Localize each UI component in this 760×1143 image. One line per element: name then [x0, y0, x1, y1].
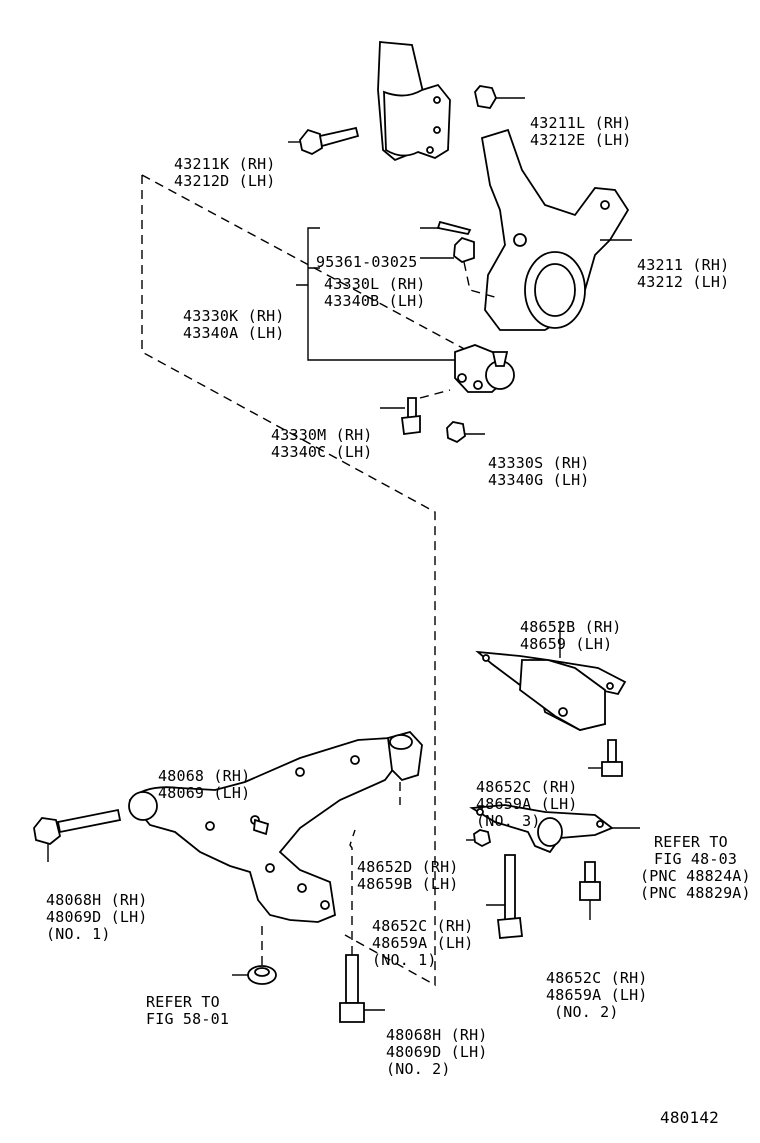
label-43330S: 43330S (RH)43340G (LH) — [488, 454, 590, 489]
bolt-48652C-no3 — [588, 739, 623, 777]
nut-43330S — [446, 421, 485, 444]
parts-diagram — [33, 41, 640, 1023]
bolt-43211K — [288, 126, 360, 156]
label-43211: 43211 (RH)43212 (LH) — [637, 256, 730, 291]
label-95361: 95361-03025 — [316, 253, 418, 271]
label-48652C-no3: 48652C (RH)48659A (LH)(NO. 3) — [476, 778, 578, 830]
figure-number: 480142 — [660, 1108, 719, 1127]
bolt-48068H-no2 — [339, 829, 385, 1023]
assembly-outline — [141, 174, 471, 987]
bracket-43330K — [296, 227, 455, 361]
label-43211L: 43211L (RH)43212E (LH) — [530, 114, 632, 149]
bolt-48652C-no1 — [486, 854, 523, 939]
label-43330K: 43330K (RH)43340A (LH) — [183, 307, 285, 342]
castle-nut — [453, 236, 475, 264]
ball-joint — [454, 344, 515, 393]
rear-bracket-48652B — [475, 622, 627, 731]
nut-43211L — [474, 85, 525, 109]
label-48068H-no2: 48068H (RH)48069D (LH)(NO. 2) — [386, 1026, 488, 1078]
label-48652D: 48652D (RH)48659B (LH) — [357, 858, 459, 893]
label-48652B: 48652B (RH)48659 (LH) — [520, 618, 622, 653]
label-48652C-no1: 48652C (RH)48659A (LH)(NO. 1) — [372, 917, 474, 969]
strut-assembly — [377, 41, 451, 162]
label-43330M: 43330M (RH)43340C (LH) — [271, 426, 373, 461]
label-48068: 48068 (RH)48069 (LH) — [158, 767, 251, 802]
label-48068H-no1: 48068H (RH)48069D (LH)(NO. 1) — [46, 891, 148, 943]
lower-control-arm — [128, 730, 423, 923]
label-48652C-no2: 48652C (RH)48659A (LH)(NO. 2) — [546, 969, 648, 1021]
bushing-48652D — [466, 829, 492, 848]
front-bushing-bracket — [469, 804, 640, 854]
steering-knuckle — [480, 128, 632, 331]
washer-58-01 — [232, 920, 277, 985]
label-43330L: 43330L (RH)43340B (LH) — [324, 275, 426, 310]
nut-guide — [463, 261, 499, 299]
cotter-pin — [436, 220, 472, 236]
label-43211K: 43211K (RH)43212D (LH) — [174, 155, 276, 190]
bolt-43330M — [380, 389, 451, 436]
bolt-48652C-no2 — [579, 861, 601, 920]
bolt-48068H-no1 — [33, 808, 122, 862]
